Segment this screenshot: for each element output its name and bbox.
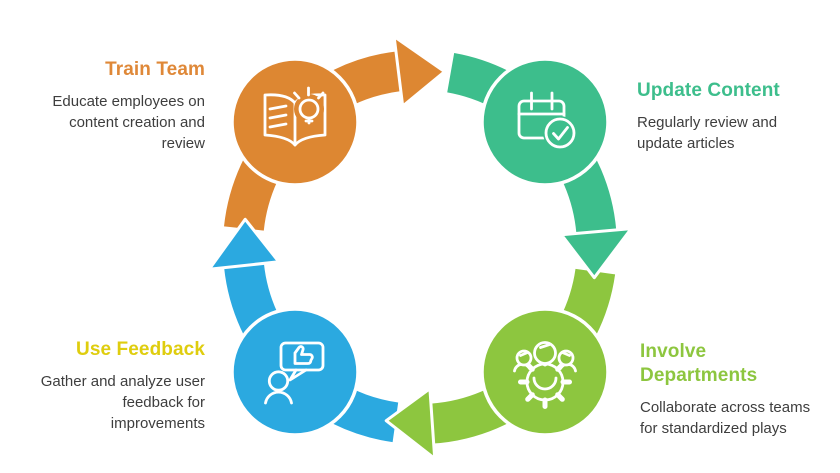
use-feedback-text-block: Use Feedback Gather and analyze user fee… — [37, 338, 205, 434]
use-feedback-title: Use Feedback — [76, 339, 205, 360]
arrowhead-update-to-involve-icon — [559, 227, 633, 280]
involve-departments-text-block: Involve Departments Collaborate across t… — [640, 340, 818, 439]
train-team-text-block: Train Team Educate employees on content … — [30, 58, 205, 154]
team-gear-icon — [513, 341, 577, 409]
person-feedback-icon — [264, 341, 325, 405]
update-content-description: Regularly review and update articles — [637, 114, 778, 152]
arrowhead-involve-to-feedback-icon — [384, 387, 437, 460]
involve-departments-title: Involve Departments — [640, 341, 758, 386]
involve-departments-description: Collaborate across teams for standardize… — [640, 399, 811, 437]
update-content-circle — [480, 57, 610, 187]
use-feedback-description: Gather and analyze user feedback for imp… — [40, 373, 205, 432]
train-team-description: Educate employees on content creation an… — [52, 93, 205, 152]
arrowhead-train-to-update-icon — [392, 35, 447, 108]
calendar-check-icon — [517, 91, 577, 150]
train-team-title: Train Team — [105, 59, 205, 80]
book-lightbulb-icon — [263, 86, 327, 147]
update-content-text-block: Update Content Regularly review and upda… — [637, 79, 815, 154]
update-content-title: Update Content — [637, 80, 780, 101]
arrowhead-feedback-to-train-icon — [207, 217, 281, 271]
involve-departments-circle — [480, 307, 610, 437]
